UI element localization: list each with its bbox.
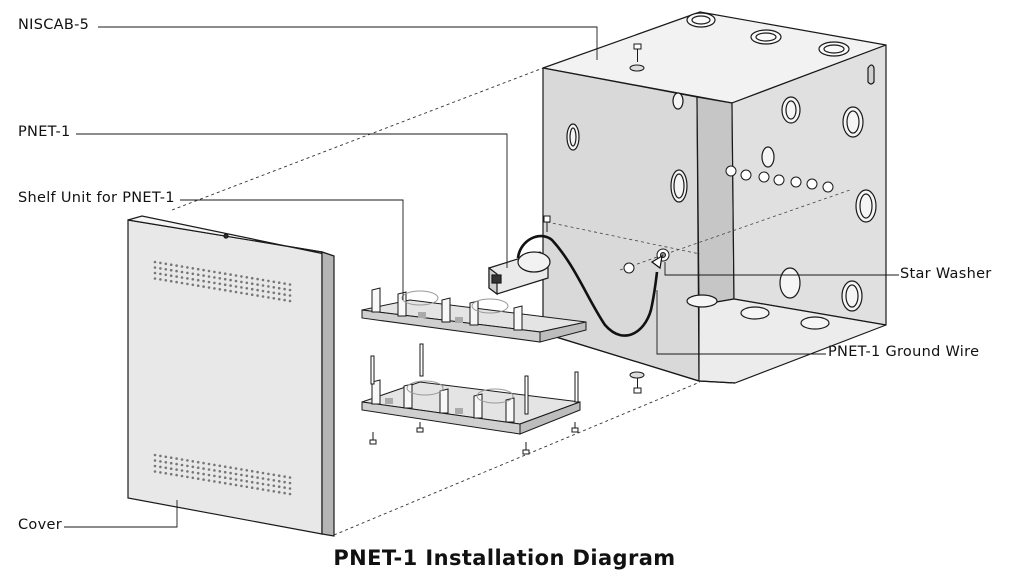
diagram-title: PNET-1 Installation Diagram [333,546,676,570]
cover-panel [127,215,335,537]
leader-star-washer [664,262,899,276]
label-shelf-unit: Shelf Unit for PNET-1 [18,190,175,206]
right-wall-knockouts [761,64,877,312]
bottom-screw [629,371,645,394]
label-pnet: PNET-1 [18,124,71,140]
top-screw [629,43,645,72]
shelf-unit-upper [361,287,587,343]
bottom-knockouts [686,294,830,330]
standoffs [369,215,579,455]
cover-vents [153,260,292,496]
enclosure-back-wall [696,96,735,306]
projection-lines [171,67,881,536]
top-knockouts [686,12,850,57]
niscab-enclosure [542,11,887,384]
leader-pnet [76,133,508,268]
label-niscab: NISCAB-5 [18,17,90,33]
label-star-washer: Star Washer [900,266,992,282]
leader-lines [64,26,899,528]
leader-shelf [180,199,404,300]
leader-cover [64,500,178,528]
label-ground-wire: PNET-1 Ground Wire [828,344,980,360]
left-wall-knockouts [566,92,688,203]
shelf-unit-lower [361,379,581,435]
interior-standoffs [725,165,834,193]
interior-guides [546,189,851,271]
pnet-device [488,251,551,296]
ground-wire [516,234,663,337]
leader-niscab [98,26,598,60]
label-cover: Cover [18,517,62,533]
leader-ground-wire [656,290,826,355]
